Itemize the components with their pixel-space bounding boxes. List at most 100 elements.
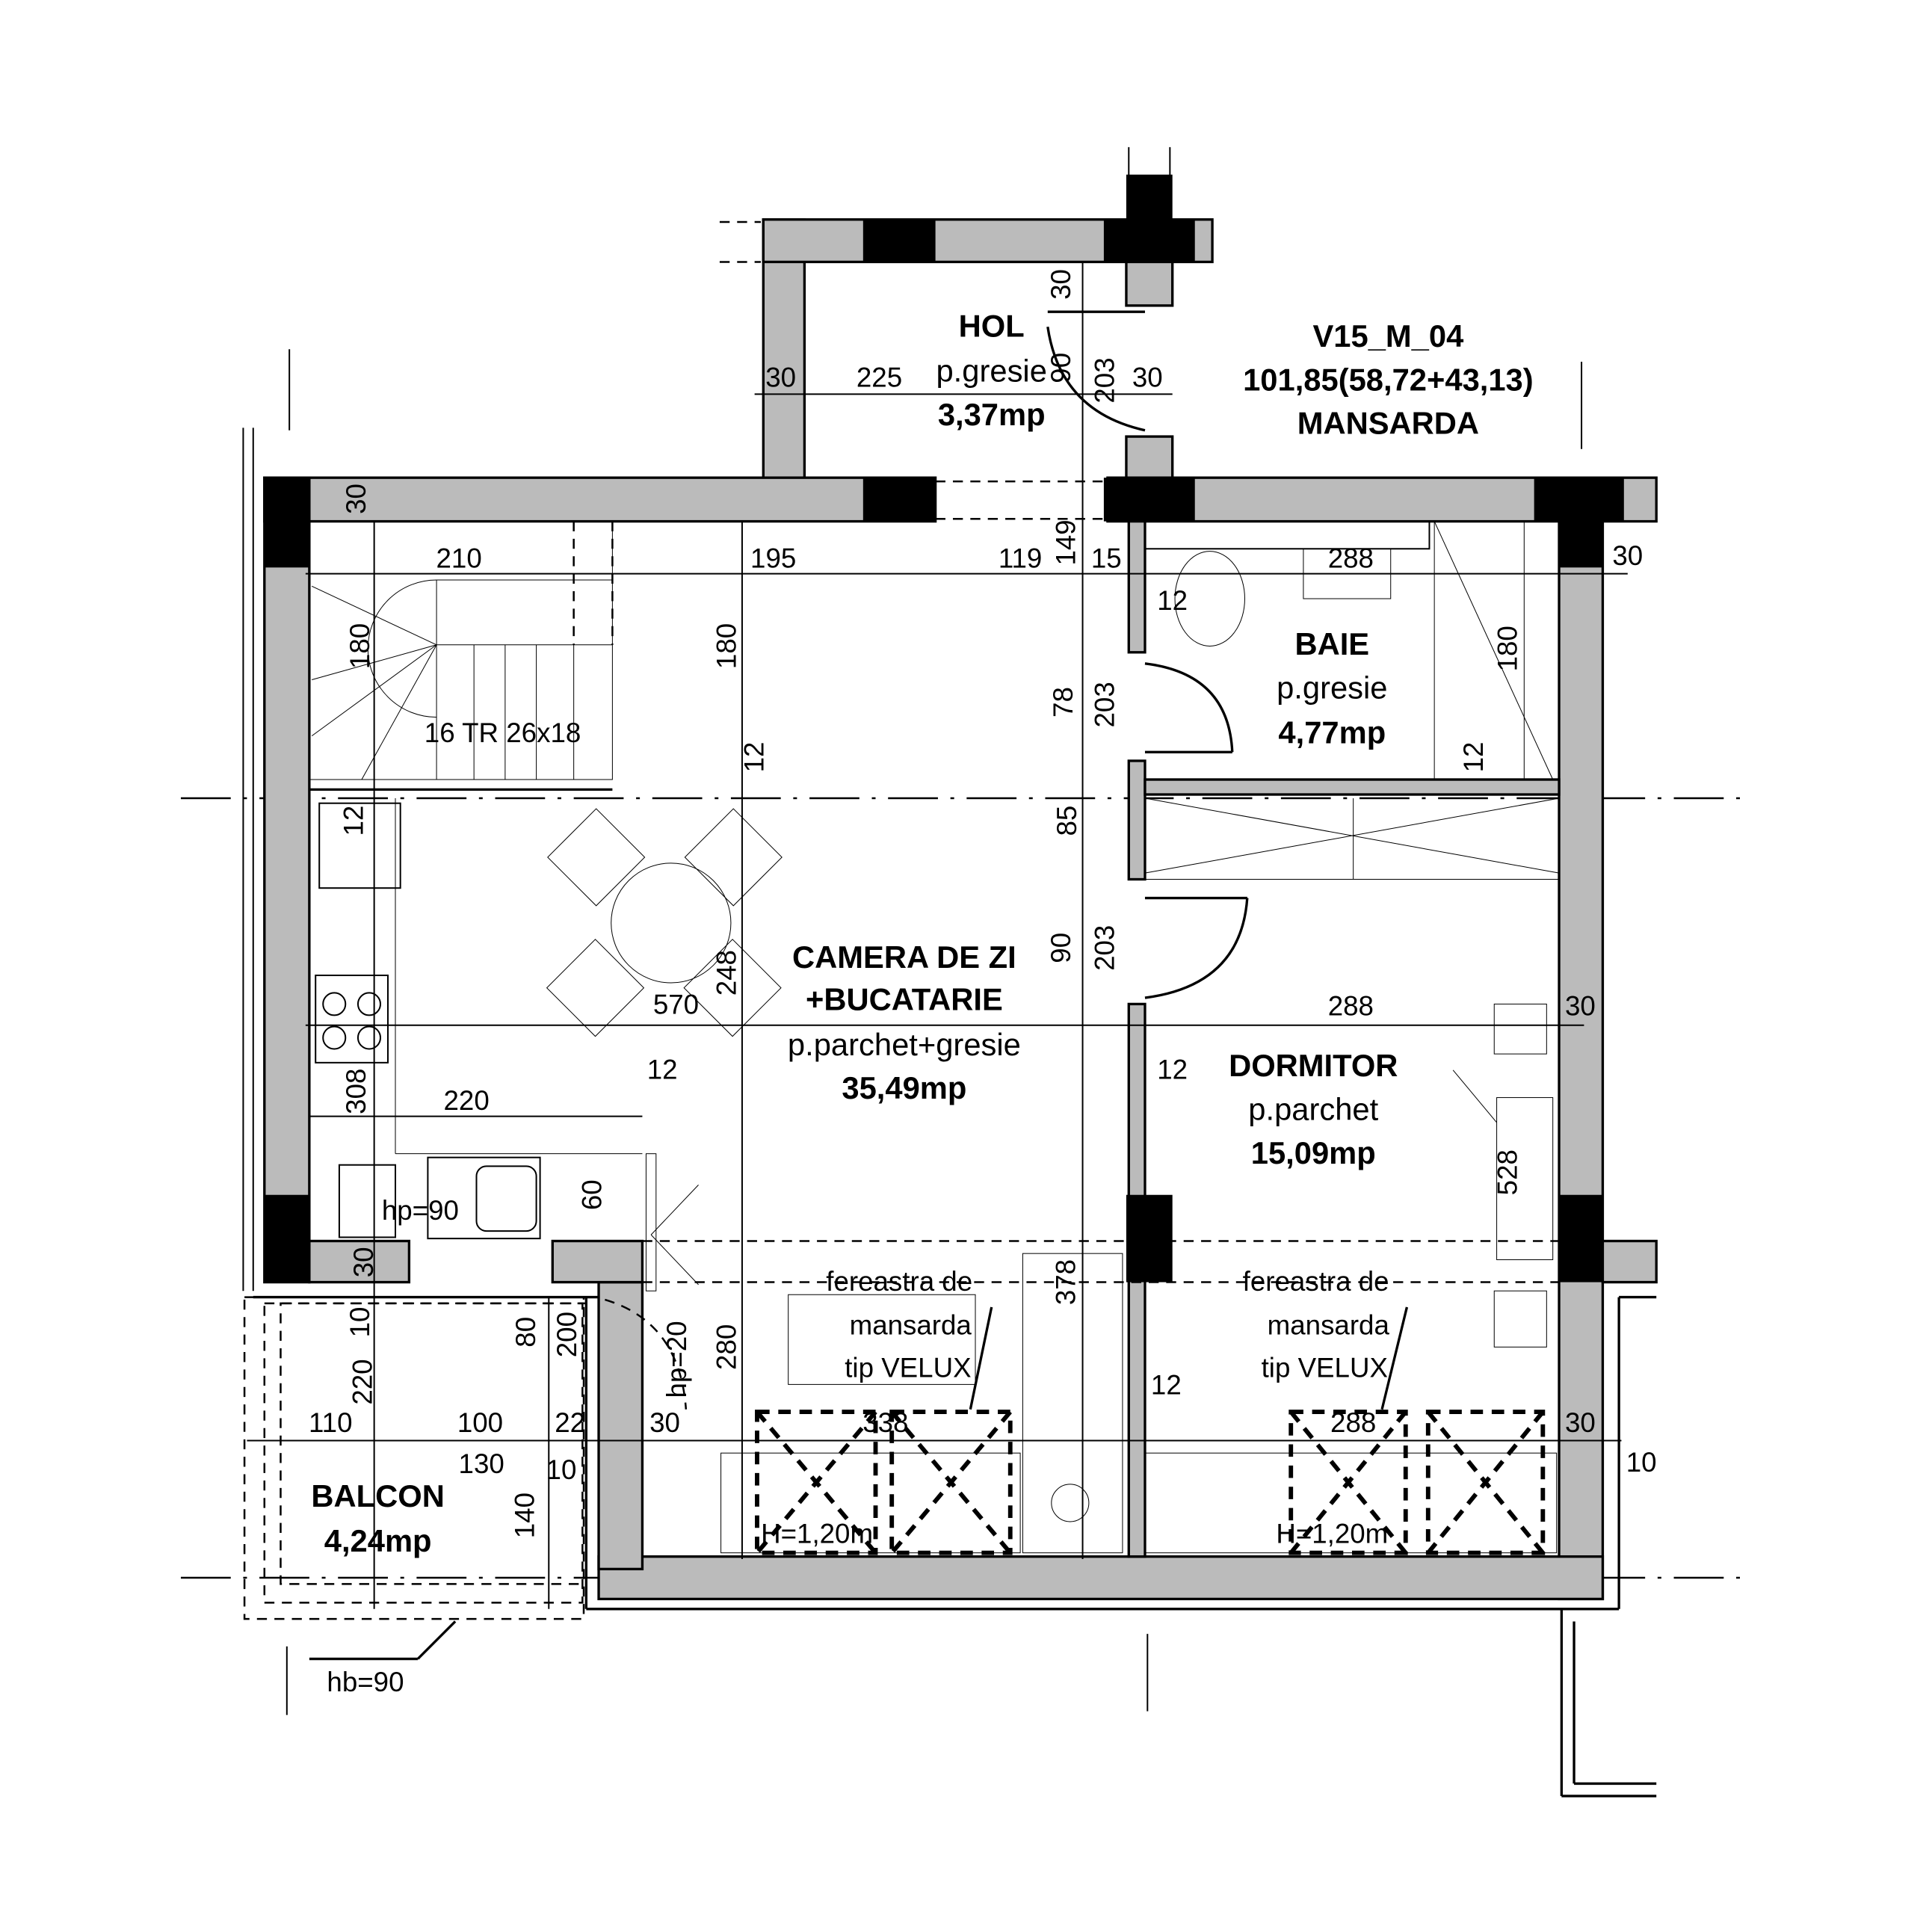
room-area: 3,37mp (938, 397, 1046, 432)
dimension-label: 30 (765, 362, 796, 392)
dimension-label: 149 (1051, 519, 1081, 565)
dimension-label: 210 (436, 543, 482, 573)
dimension-label: 30 (1565, 990, 1596, 1021)
dimension-label: 570 (653, 990, 699, 1020)
dimension-label: 12 (647, 1055, 678, 1085)
dimension-label: 220 (347, 1359, 377, 1404)
dimension-label: 90 (1046, 933, 1076, 963)
room-floor: p.parchet (1248, 1092, 1378, 1127)
dimension-label: 12 (1157, 1055, 1188, 1085)
doors (605, 310, 1249, 1410)
note-line: fereastra de (1243, 1266, 1389, 1297)
room-balcon[interactable]: BALCON 4,24mp (311, 1478, 444, 1558)
window-note-1: fereastra de mansarda tip VELUX H=1,20m (761, 1266, 972, 1549)
dimension-label: 30 (1565, 1407, 1596, 1438)
window-height: H=1,20m (1276, 1518, 1388, 1549)
window-note-2: fereastra de mansarda tip VELUX H=1,20m (1243, 1266, 1390, 1549)
note-line: fereastra de (826, 1266, 972, 1297)
sink-height: hp=90 (382, 1195, 459, 1226)
dimension-lines (247, 262, 1628, 1609)
dimension-label: 22 (555, 1407, 585, 1438)
dimension-label: 110 (309, 1407, 353, 1438)
plan-area: 101,85(58,72+43,13) (1243, 362, 1534, 397)
velux-windows (755, 1306, 1546, 1555)
furniture (315, 520, 1560, 1554)
dimension-label: 200 (552, 1312, 582, 1357)
dimension-label: 10 (345, 1307, 375, 1338)
room-area: 4,24mp (324, 1523, 432, 1558)
dimension-label: 195 (750, 543, 796, 573)
room-baie[interactable]: BAIE p.gresie 4,77mp (1277, 626, 1387, 750)
dimension-label: 78 (1048, 687, 1078, 717)
plan-code: V15_M_04 (1312, 318, 1463, 354)
dimension-label: 15 (1091, 543, 1122, 573)
room-area: 4,77mp (1278, 715, 1386, 750)
dimension-label: 119 (999, 543, 1043, 573)
balcony (243, 1295, 599, 1661)
door-height: hp=20 (661, 1321, 692, 1398)
room-area: 15,09mp (1251, 1135, 1376, 1170)
room-name: HOL (959, 309, 1025, 344)
dimension-label: 180 (712, 623, 742, 669)
dimension-label: 12 (738, 742, 769, 773)
room-hol[interactable]: HOL p.gresie 3,37mp (936, 309, 1046, 432)
room-camera-de-zi[interactable]: CAMERA DE ZI +BUCATARIE p.parchet+gresie… (788, 939, 1021, 1105)
dimension-label: 308 (341, 1069, 371, 1114)
dimension-label: 288 (1328, 543, 1374, 573)
room-floor: p.parchet+gresie (788, 1027, 1021, 1062)
note-line: mansarda (850, 1310, 972, 1341)
dimension-label: 90 (1046, 353, 1076, 383)
room-area: 35,49mp (842, 1070, 966, 1105)
dimension-label: 12 (1151, 1370, 1182, 1401)
annotations: 16 TR 26x18 hp=90 hp=20 hb=90 (327, 717, 691, 1697)
dimension-label: 10 (1626, 1447, 1657, 1478)
dimension-label: 100 (457, 1407, 503, 1438)
dimension-label: 30 (341, 484, 371, 514)
room-name: BAIE (1294, 626, 1369, 661)
room-name: DORMITOR (1229, 1048, 1398, 1083)
dimension-label: 30 (348, 1247, 379, 1277)
dimension-label: 80 (510, 1317, 541, 1348)
room-dormitor[interactable]: DORMITOR p.parchet 15,09mp (1229, 1048, 1398, 1170)
dimension-label: 12 (339, 806, 369, 836)
railing-height: hb=90 (327, 1667, 404, 1697)
dimension-label: 203 (1089, 682, 1120, 727)
dimension-label: 225 (857, 362, 902, 392)
dimension-label: 30 (1132, 362, 1163, 392)
dimension-label: 288 (1328, 990, 1374, 1021)
window-height: H=1,20m (761, 1518, 873, 1549)
dimension-label: 60 (576, 1179, 607, 1210)
dimension-label: 220 (444, 1085, 490, 1116)
dimension-label: 338 (862, 1407, 908, 1438)
dimension-label: 30 (649, 1407, 680, 1438)
dimension-label: 10 (546, 1454, 577, 1485)
room-name-2: +BUCATARIE (806, 982, 1003, 1017)
room-floor: p.gresie (1277, 670, 1387, 706)
dimension-label: 140 (509, 1493, 540, 1538)
room-floor: p.gresie (936, 354, 1046, 389)
columns (264, 174, 1624, 1283)
stairs-label: 16 TR 26x18 (425, 717, 581, 748)
dimension-label: 12 (1157, 585, 1188, 616)
note-line: tip VELUX (1262, 1352, 1388, 1383)
dimension-label: 180 (1492, 626, 1522, 671)
room-name: CAMERA DE ZI (792, 939, 1016, 975)
room-name: BALCON (311, 1478, 444, 1513)
dimension-label: 130 (459, 1448, 504, 1479)
dimension-label: 180 (345, 623, 375, 669)
plan-title: V15_M_04 101,85(58,72+43,13) MANSARDA (1243, 318, 1534, 441)
dimension-label: 203 (1089, 357, 1120, 403)
dimension-label: 248 (712, 950, 742, 996)
dimension-label: 203 (1089, 925, 1120, 971)
note-line: tip VELUX (845, 1352, 971, 1383)
dimension-labels: 30 225 30 90 203 30 30 210 195 119 149 15 288 30 180 18… (309, 269, 1657, 1538)
plan-level: MANSARDA (1297, 406, 1479, 441)
note-line: mansarda (1268, 1310, 1390, 1341)
dimension-label: 378 (1051, 1259, 1081, 1305)
dimension-label: 85 (1052, 806, 1082, 836)
dimension-label: 288 (1330, 1407, 1376, 1438)
dimension-label: 30 (1046, 269, 1076, 300)
dimension-label: 528 (1492, 1149, 1522, 1195)
dimension-label: 12 (1458, 742, 1489, 773)
